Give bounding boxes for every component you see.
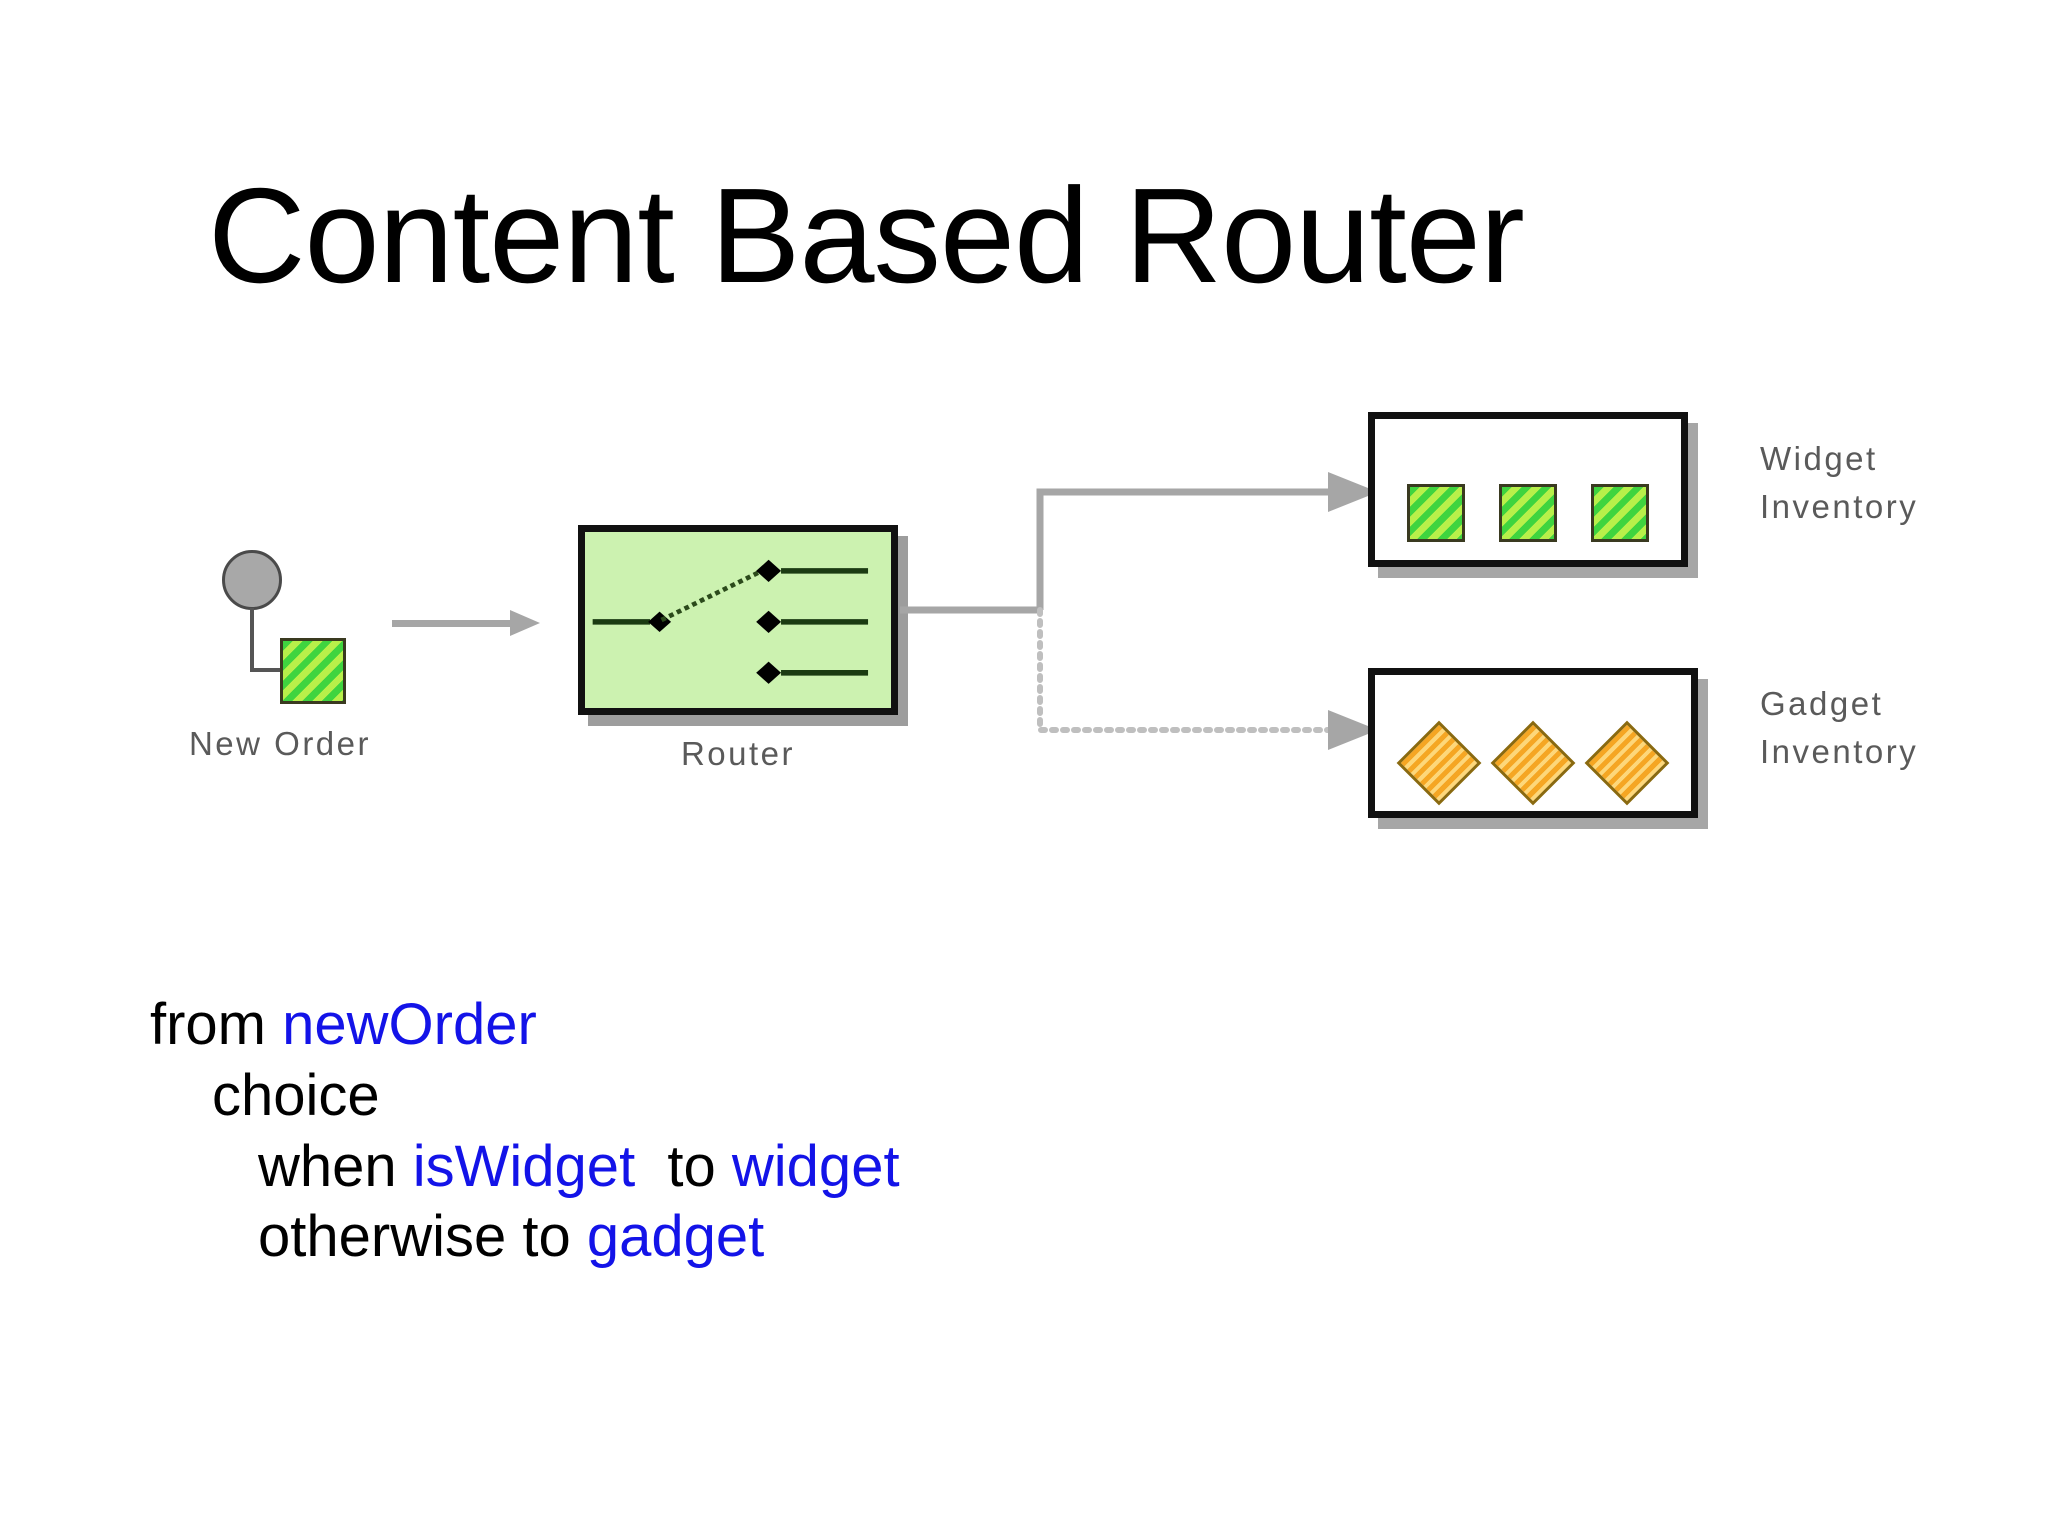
code-line: from newOrder (150, 990, 900, 1061)
widget-message-icon (1499, 484, 1557, 542)
gadget-inventory-label-line1: Gadget (1760, 685, 1884, 722)
code-keyword: otherwise to (258, 1204, 587, 1270)
router-label: Router (680, 735, 796, 772)
code-line: when isWidget to widget (150, 1132, 900, 1203)
router-node[interactable] (578, 525, 898, 715)
widget-inventory-label-line2: Inventory (1760, 487, 1919, 525)
code-identifier: widget (731, 1133, 900, 1199)
dsl-code-block: from newOrder choice when isWidget to wi… (150, 990, 900, 1273)
content-based-router-diagram: New Order (0, 380, 2048, 900)
source-endpoint-circle-icon (222, 550, 282, 610)
endpoint-stem-vertical (250, 608, 254, 670)
code-line: otherwise to gadget (150, 1202, 900, 1273)
new-order-label: New Order (188, 725, 372, 762)
widget-inventory-items (1375, 484, 1681, 542)
widget-inventory-box[interactable] (1368, 412, 1688, 567)
widget-message-icon (1591, 484, 1649, 542)
code-keyword: to (635, 1133, 732, 1199)
gadget-message-icon (1584, 720, 1670, 806)
gadget-message-icon (1490, 720, 1576, 806)
code-identifier: newOrder (282, 992, 537, 1057)
endpoint-stem-horizontal (250, 668, 282, 672)
widget-message-icon (1407, 484, 1465, 542)
gadget-inventory-label-line2: Inventory (1760, 732, 1919, 770)
widget-inventory-label: Widget Inventory (1760, 435, 1918, 531)
code-identifier: gadget (586, 1204, 765, 1270)
gadget-inventory-label: Gadget Inventory (1760, 680, 1918, 776)
page-title: Content Based Router (208, 160, 1525, 311)
widget-inventory-label-line1: Widget (1760, 440, 1878, 477)
code-identifier: isWidget (412, 1133, 636, 1199)
gadget-message-icon (1396, 720, 1482, 806)
router-output-connectors (900, 472, 1378, 750)
gadget-inventory-items (1375, 720, 1691, 806)
code-line: choice (150, 1061, 900, 1132)
arrow-source-to-router (392, 610, 542, 636)
code-keyword: from (150, 992, 283, 1057)
new-order-message-icon (280, 638, 346, 704)
code-keyword: when (258, 1133, 413, 1199)
gadget-inventory-box[interactable] (1368, 668, 1698, 818)
code-keyword: choice (212, 1062, 380, 1128)
switch-router-icon (592, 559, 869, 684)
